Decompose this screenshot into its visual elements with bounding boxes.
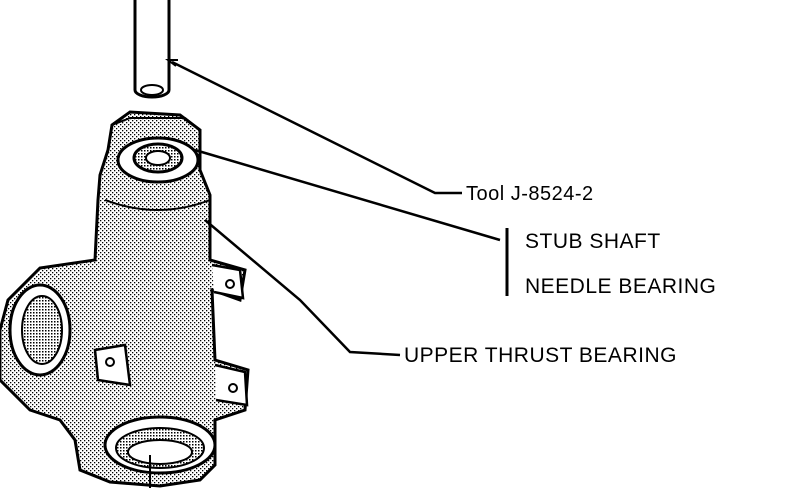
upper-thrust-bearing-label: UPPER THRUST BEARING — [404, 344, 677, 367]
tool-tube — [133, 0, 171, 99]
steering-gear-housing — [0, 110, 250, 488]
needle-bearing-label: NEEDLE BEARING — [525, 275, 717, 298]
leader-lines — [165, 59, 509, 357]
stub-shaft-label: STUB SHAFT — [525, 230, 661, 253]
tool-label: Tool J-8524-2 — [466, 183, 594, 205]
